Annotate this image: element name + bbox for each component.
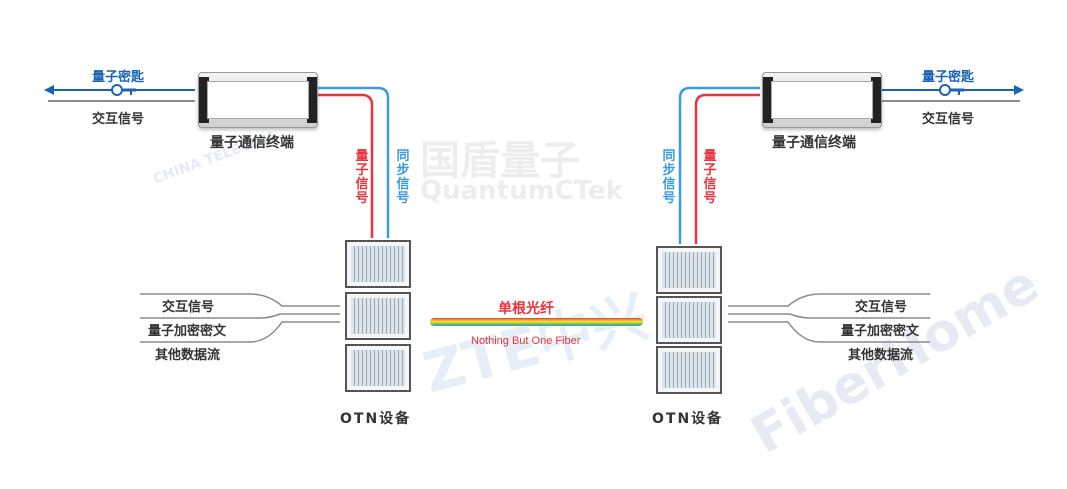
left-input-label-2: 量子加密密文 xyxy=(148,324,227,339)
right-input-2 xyxy=(728,313,930,319)
left-quantum-terminal xyxy=(198,72,318,128)
left-input-label-3: 其他数据流 xyxy=(155,348,221,363)
left-input-label-1: 交互信号 xyxy=(162,300,215,315)
right-quantum-line xyxy=(694,93,760,244)
left-quantum-line xyxy=(318,93,374,238)
watermark-quantumctek-en: QuantumCTek xyxy=(420,176,623,206)
left-key-icon xyxy=(111,84,136,96)
left-exchange-label: 交互信号 xyxy=(92,112,145,127)
watermark-quantumctek-cn: 国盾量子 xyxy=(420,138,580,184)
right-input-label-2: 量子加密密文 xyxy=(841,324,920,339)
single-fiber xyxy=(430,318,643,326)
right-input-3 xyxy=(728,321,930,343)
right-exchange-label: 交互信号 xyxy=(922,112,975,127)
left-input-3 xyxy=(140,321,340,343)
left-quantum-signal-label: 量子信号 xyxy=(355,149,369,206)
right-otn-rack xyxy=(656,246,722,398)
right-key-icon xyxy=(939,84,964,96)
right-input-1 xyxy=(728,293,930,307)
right-terminal-label: 量子通信终端 xyxy=(772,135,856,151)
fiber-title: 单根光纤 xyxy=(498,301,554,317)
right-sync-signal-label: 同步信号 xyxy=(662,149,676,206)
right-key-label: 量子密匙 xyxy=(922,70,975,85)
left-input-1 xyxy=(140,293,340,307)
right-otn-label: OTN设备 xyxy=(652,411,724,427)
right-sync-line xyxy=(678,86,760,244)
left-input-2 xyxy=(140,313,340,319)
left-key-label: 量子密匙 xyxy=(92,70,145,85)
right-quantum-signal-label: 量子信号 xyxy=(703,149,717,206)
left-otn-label: OTN设备 xyxy=(340,411,412,427)
right-quantum-terminal xyxy=(762,72,882,128)
fiber-subtitle: Nothing But One Fiber xyxy=(471,335,581,347)
left-sync-signal-label: 同步信号 xyxy=(396,149,410,206)
right-input-label-1: 交互信号 xyxy=(855,300,908,315)
left-terminal-label: 量子通信终端 xyxy=(210,135,294,151)
left-otn-rack xyxy=(345,240,411,396)
left-sync-line xyxy=(318,86,390,238)
right-input-label-3: 其他数据流 xyxy=(848,348,914,363)
